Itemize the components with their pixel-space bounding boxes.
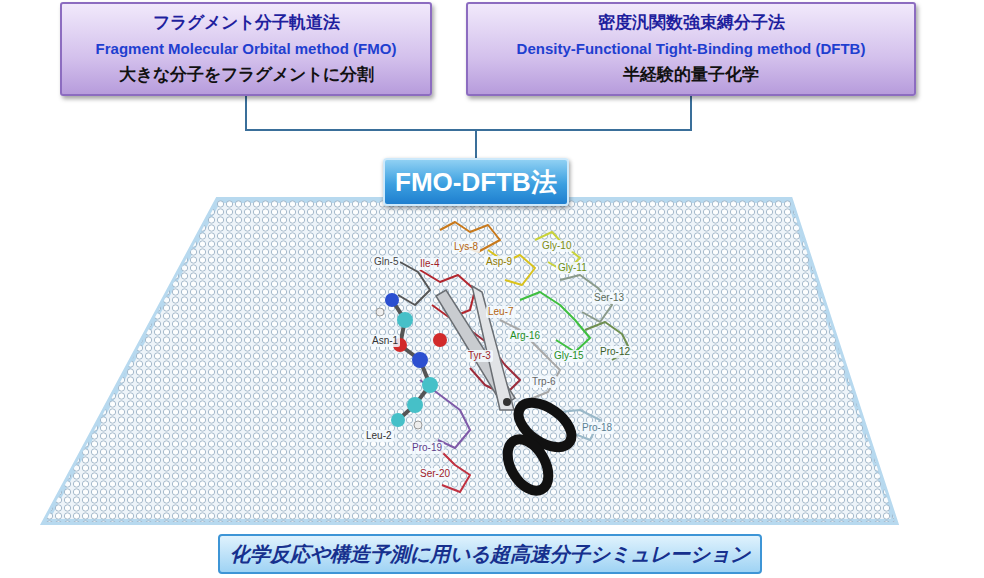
residue-label: Gly-11	[556, 262, 589, 274]
connector-line	[246, 96, 476, 158]
residue-stick	[440, 222, 500, 252]
scissors-handle	[511, 394, 580, 456]
atom	[422, 377, 438, 393]
residue-label: Trp-6	[530, 376, 558, 388]
method-box: フラグメント分子軌道法Fragment Molecular Orbital me…	[60, 2, 432, 96]
box-heading: 化学反応や構造予測に用いる超高速分子シミュレーション	[230, 541, 750, 567]
combined-method-box: FMO-DFTB法	[383, 158, 569, 206]
scissors-handle	[499, 432, 556, 497]
water-mesh	[0, 190, 984, 530]
caption-box: 化学反応や構造予測に用いる超高速分子シミュレーション	[218, 534, 762, 574]
residue-label: Leu-7	[486, 306, 516, 318]
atom	[407, 397, 423, 413]
atom	[433, 333, 447, 347]
residue-label: Ile-4	[418, 258, 441, 270]
residue-label: Asn-1	[370, 335, 400, 347]
bond	[392, 300, 430, 420]
ball-and-stick	[376, 293, 447, 429]
scissors-icon	[436, 286, 579, 498]
method-box: 密度汎関数強束縛分子法Density-Functional Tight-Bind…	[466, 2, 916, 96]
residue-label: Gly-15	[552, 350, 585, 362]
box-heading: フラグメント分子軌道法	[70, 10, 422, 36]
connector-line	[476, 96, 691, 158]
box-heading: 密度汎関数強束縛分子法	[476, 10, 906, 36]
box-text: Fragment Molecular Orbital method (FMO)	[70, 36, 422, 62]
bracket-connector	[476, 96, 691, 158]
box-heading: FMO-DFTB法	[395, 166, 557, 198]
residue-label: Pro-12	[598, 346, 632, 358]
residue-label: Pro-18	[580, 422, 614, 434]
atom	[397, 312, 413, 328]
scissors-pivot	[503, 398, 511, 406]
residue-label: Arg-16	[508, 330, 542, 342]
residue-label: Ser-13	[592, 292, 626, 304]
atom	[376, 308, 384, 316]
protein-sticks	[398, 222, 630, 492]
box-text: Density-Functional Tight-Binding method …	[476, 36, 906, 62]
residue-stick	[520, 292, 590, 352]
residue-label: Asp-9	[484, 256, 514, 268]
box-text: 大きな分子をフラグメントに分割	[70, 62, 422, 88]
atom	[385, 293, 399, 307]
atom	[414, 421, 422, 429]
atom	[412, 352, 428, 368]
box-text: 半経験的量子化学	[476, 62, 906, 88]
residue-label: Gly-10	[540, 240, 573, 252]
residue-label: Gln-5	[372, 256, 400, 268]
residue-label: Leu-2	[364, 430, 394, 442]
residue-label: Tyr-3	[466, 350, 493, 362]
residue-label: Lys-8	[452, 241, 480, 253]
atom	[391, 413, 405, 427]
bracket-connector	[246, 96, 476, 158]
residue-label: Ser-20	[418, 468, 452, 480]
residue-label: Pro-19	[410, 442, 444, 454]
scissors-blade	[472, 286, 514, 410]
